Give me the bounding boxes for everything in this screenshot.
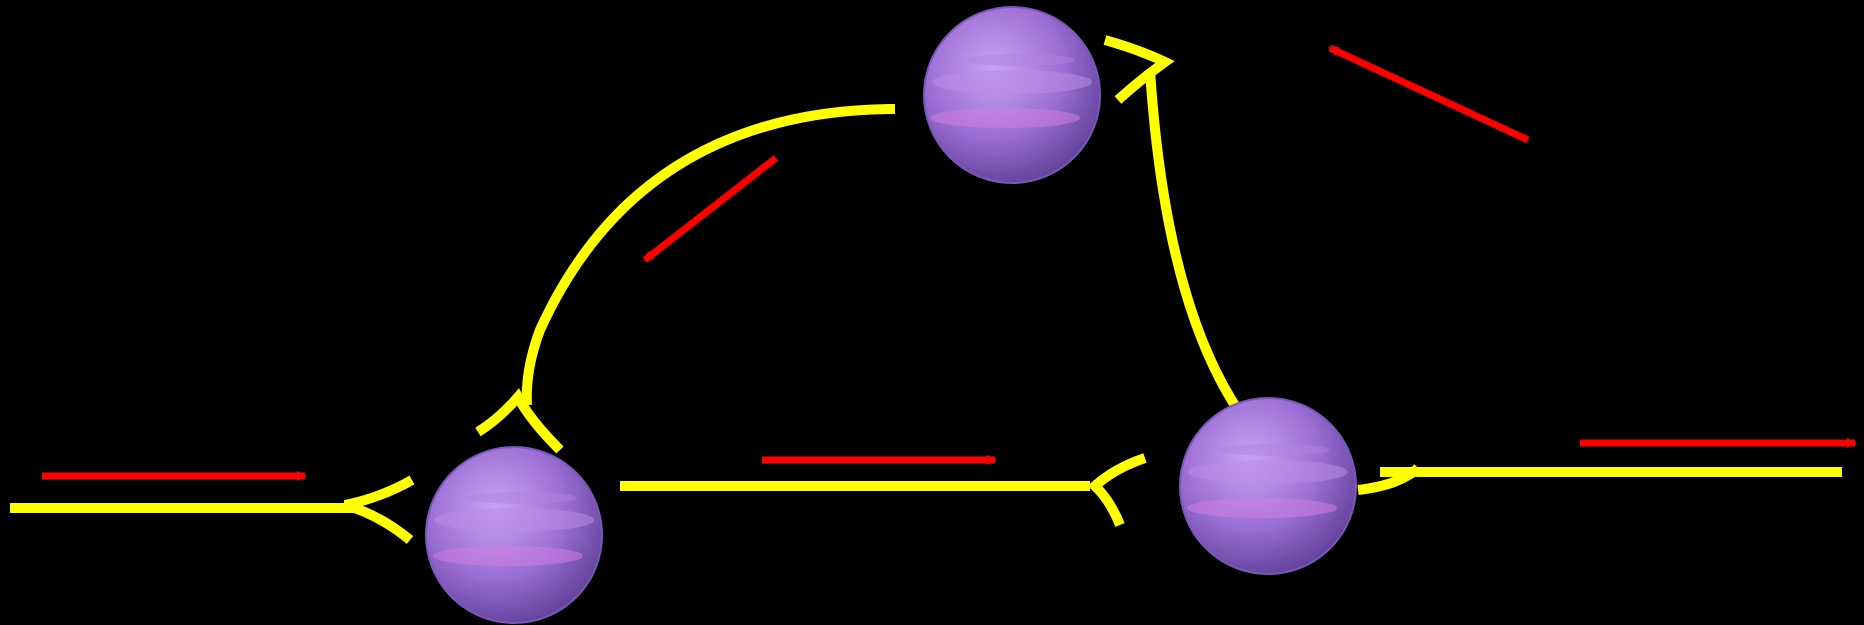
direction-arrows bbox=[42, 44, 1857, 481]
red-arrow-icon bbox=[1328, 44, 1530, 144]
right-arc-path bbox=[1145, 69, 1243, 413]
bottom-fork-mark bbox=[1087, 453, 1147, 527]
top-fork-mark bbox=[1103, 35, 1175, 104]
incoming-fork-mark bbox=[343, 475, 415, 544]
left-arc-path bbox=[521, 104, 896, 406]
light-path bbox=[10, 35, 1842, 544]
planet-icon bbox=[923, 6, 1101, 184]
red-arrow-icon bbox=[642, 155, 779, 263]
left-arc-fork-mark bbox=[475, 388, 564, 454]
planet-icon bbox=[425, 446, 603, 624]
planet-icon bbox=[1179, 397, 1357, 575]
